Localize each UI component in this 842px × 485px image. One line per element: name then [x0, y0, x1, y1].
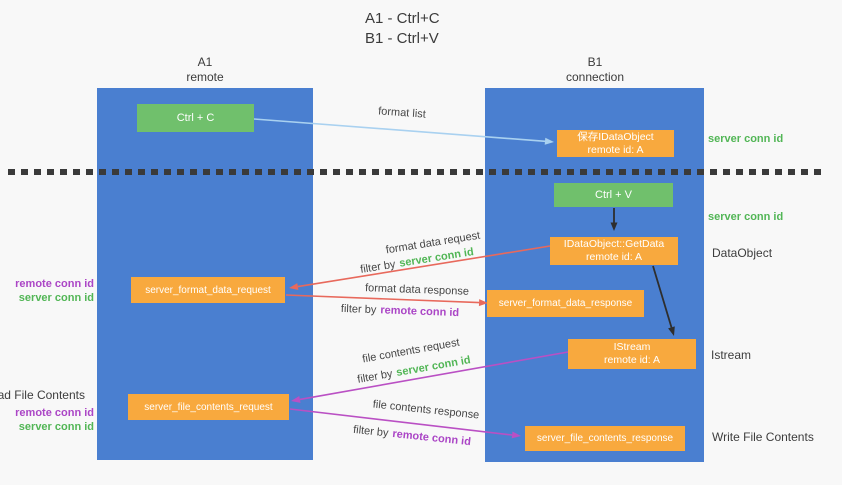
file-response-label: server_file_contents_response: [536, 433, 674, 444]
istream-line2: remote id: A: [603, 354, 661, 366]
lifeline-a-header: A1 remote: [186, 55, 223, 85]
lifeline-a-name: A1: [197, 55, 213, 69]
getdata-node: IDataObject::GetData remote id: A: [550, 237, 678, 265]
write-file-contents-label: Write File Contents: [712, 430, 814, 444]
remote-conn-id-text: remote conn id: [391, 427, 472, 449]
format-response-node: server_format_data_response: [487, 290, 644, 317]
file-request-node: server_file_contents_request: [128, 394, 289, 420]
filter-by-text: filter by: [352, 423, 390, 440]
format-request-node: server_format_data_request: [131, 277, 285, 303]
filter-by-text: filter by: [340, 302, 377, 317]
save-idataobject-line2: remote id: A: [587, 143, 644, 156]
file-response-node: server_file_contents_response: [525, 426, 685, 451]
filter-by-text: filter by: [359, 258, 397, 276]
lifeline-b-name: B1: [587, 55, 603, 69]
ctrl-v-node: Ctrl + V: [554, 183, 673, 207]
diagram-title: A1 - Ctrl+C B1 - Ctrl+V: [365, 9, 440, 49]
istream-line1: IStream: [613, 341, 651, 353]
read-file-contents-label: Read File Contents: [0, 388, 85, 402]
filter-by-text: filter by: [356, 367, 394, 386]
ctrl-c-label: Ctrl + C: [176, 111, 215, 124]
lifeline-a-role: remote: [186, 70, 224, 84]
remote-conn-id-label-left-2: remote conn id: [15, 407, 94, 419]
format-request-label: server_format_data_request: [145, 284, 271, 296]
lifeline-b-role: connection: [565, 70, 625, 84]
server-conn-id-text: server conn id: [395, 354, 472, 380]
save-idataobject-node: 保存IDataObject remote id: A: [557, 130, 674, 157]
server-conn-id-label-right-2: server conn id: [708, 211, 784, 223]
istream-label: Istream: [711, 348, 752, 362]
session-divider: [8, 169, 824, 175]
format-response-label: server_format_data_response: [498, 298, 633, 309]
format-list-label: format list: [377, 105, 427, 121]
remote-conn-id-text: remote conn id: [380, 304, 460, 320]
dataobject-label: DataObject: [712, 246, 773, 260]
server-conn-id-label-right-1: server conn id: [708, 133, 784, 145]
ctrl-v-label: Ctrl + V: [595, 188, 632, 201]
server-conn-id-label-left-2: server conn id: [18, 421, 94, 433]
istream-node: IStream remote id: A: [568, 339, 696, 369]
lifeline-b-header: B1 connection: [566, 55, 624, 85]
title-line-1: A1 - Ctrl+C: [365, 10, 440, 27]
server-conn-id-label-left-1: server conn id: [18, 292, 94, 304]
file-request-label: server_file_contents_request: [144, 401, 273, 413]
ctrl-c-node: Ctrl + C: [137, 104, 254, 132]
getdata-line1: IDataObject::GetData: [563, 238, 665, 250]
remote-conn-id-label-left-1: remote conn id: [15, 278, 94, 290]
save-idataobject-line1: 保存IDataObject: [577, 130, 654, 143]
title-line-2: B1 - Ctrl+V: [365, 30, 439, 47]
format-data-response-label: format data response: [364, 282, 470, 298]
getdata-line2: remote id: A: [585, 251, 643, 263]
file-contents-response-label: file contents response: [372, 398, 480, 422]
